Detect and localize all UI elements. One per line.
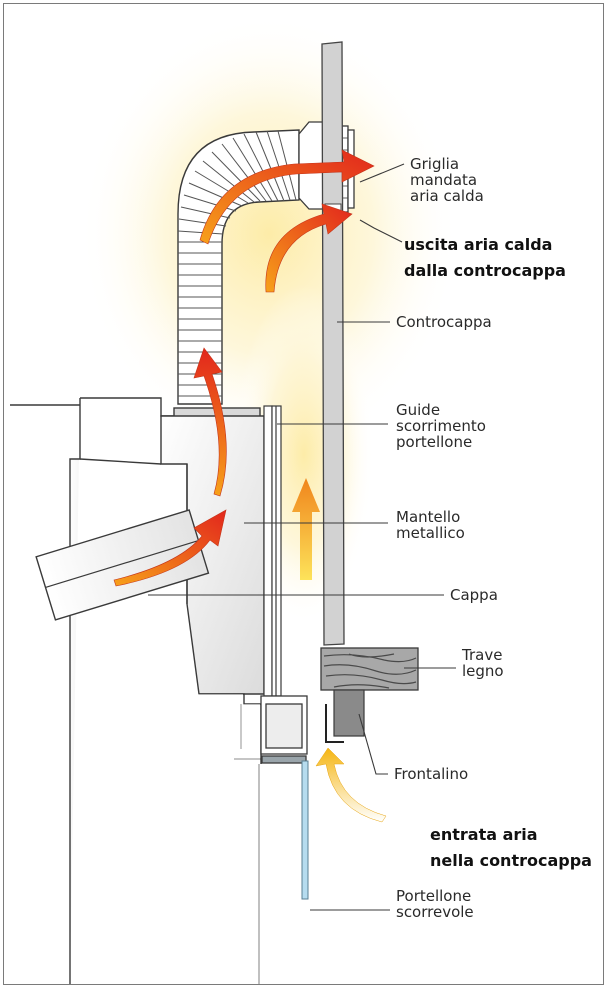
- label-mantello-metallico: Mantello metallico: [396, 508, 465, 542]
- label-controcappa: Controcappa: [396, 313, 492, 331]
- portellone-glass: [301, 760, 309, 900]
- hot-air-arrow-duct: [199, 149, 375, 245]
- door-block: [260, 695, 308, 764]
- label-portellone-scorrevole: Portellone scorrevole: [396, 887, 474, 921]
- intake-air-arrow: [315, 747, 387, 823]
- label-frontalino: Frontalino: [394, 765, 469, 783]
- slide-guides: [263, 405, 282, 697]
- warm-air-arrow-up: [292, 478, 320, 580]
- controcappa-panel: [321, 41, 345, 646]
- label-uscita-aria-calda: uscita aria calda dalla controcappa: [404, 235, 566, 280]
- leader-lines: [148, 163, 456, 911]
- label-cappa: Cappa: [450, 586, 498, 604]
- frontalino: [325, 689, 365, 743]
- hot-air-arrow-mantello: [193, 347, 227, 497]
- fireplace-cross-section: [10, 14, 459, 984]
- label-griglia-mandata: Griglia mandata aria calda: [410, 155, 484, 205]
- diagram-frame: Griglia mandata aria calda uscita aria c…: [3, 3, 604, 985]
- label-guide-scorrimento: Guide scorrimento portellone: [396, 401, 486, 451]
- hot-air-arrow-cappa: [113, 509, 227, 587]
- label-trave-legno: Trave legno: [462, 646, 504, 680]
- label-entrata-aria: entrata aria nella controcappa: [430, 825, 592, 870]
- hot-air-arrow-uscita: [265, 203, 353, 293]
- trave-legno: [320, 647, 419, 691]
